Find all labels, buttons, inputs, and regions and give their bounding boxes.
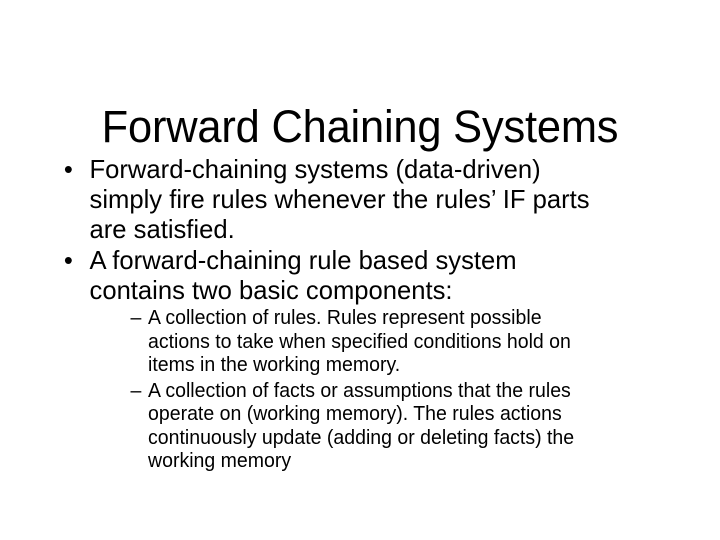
bullet-text: Forward-chaining systems (data-driven) s… — [89, 154, 590, 244]
list-item: • Forward-chaining systems (data-driven)… — [58, 154, 649, 244]
page-title: Forward Chaining Systems — [101, 101, 619, 153]
bullet-list-level-1: • Forward-chaining systems (data-driven)… — [58, 154, 658, 474]
list-item: – A collection of rules. Rules represent… — [90, 307, 644, 378]
list-item: – A collection of facts or assumptions t… — [90, 380, 644, 474]
sub-bullet-text: A collection of facts or assumptions tha… — [148, 379, 575, 473]
bullet-text: A forward-chaining rule based system con… — [89, 245, 517, 305]
slide-body: • Forward-chaining systems (data-driven)… — [58, 154, 658, 476]
list-item: • A forward-chaining rule based system c… — [58, 245, 649, 474]
sub-bullet-text: A collection of rules. Rules represent p… — [148, 307, 571, 376]
bullet-dash-icon: – — [130, 307, 142, 329]
bullet-dash-icon: – — [130, 379, 142, 402]
bullet-list-level-2: – A collection of rules. Rules represent… — [90, 307, 649, 474]
bullet-dot-icon: • — [63, 245, 73, 275]
bullet-dot-icon: • — [63, 154, 73, 184]
